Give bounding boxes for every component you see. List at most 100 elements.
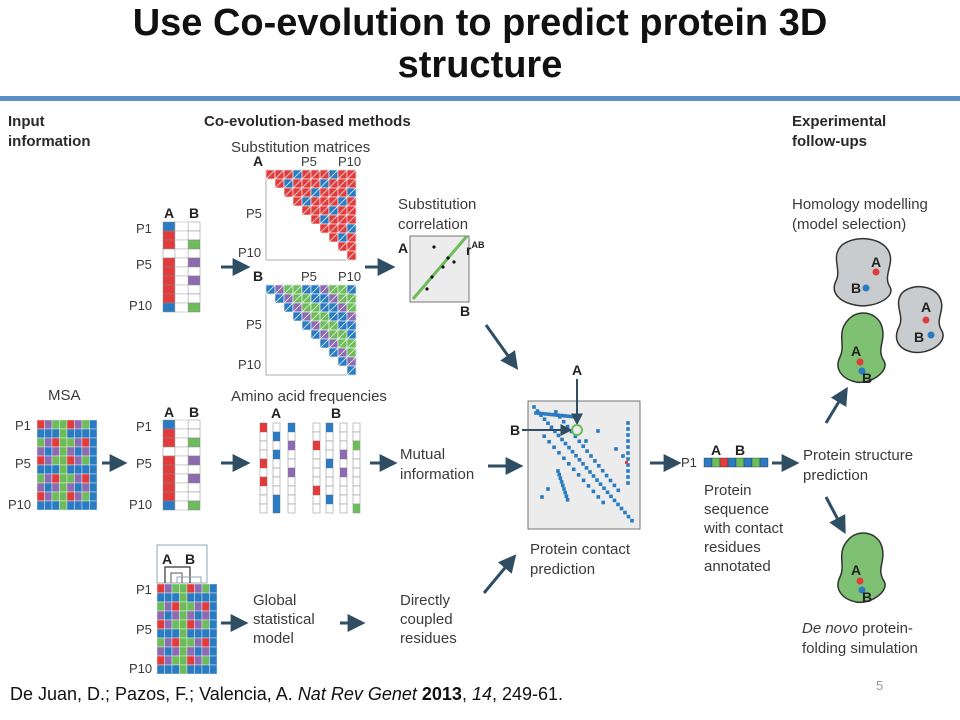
frequency-cell [312, 467, 321, 478]
msa-cell [74, 446, 83, 457]
matrix-diagonal [337, 302, 348, 313]
matrix-diagonal [346, 223, 357, 234]
alignment-cell [187, 266, 201, 277]
contact-point [549, 425, 554, 430]
msa-cell [179, 619, 188, 630]
alignment-cell [187, 437, 201, 448]
matrix-diagonal [328, 293, 339, 304]
matrix-diagonal [337, 338, 348, 349]
matrix-diagonal [328, 232, 339, 243]
matrix-diagonal [346, 329, 357, 340]
msa-cell [194, 628, 203, 639]
frequency-cell [287, 494, 296, 505]
msa-p10-label: P10 [8, 497, 31, 512]
msa-cell [164, 583, 173, 594]
contact-point [626, 427, 630, 431]
contact-point [626, 433, 630, 437]
alignment-cell [174, 455, 189, 466]
matrix-p5-label: P5 [301, 154, 317, 169]
frequency-cell [353, 441, 360, 450]
directly-coupled-2: coupled [400, 611, 453, 628]
matrix-diagonal [301, 178, 312, 189]
matrix-diagonal [319, 311, 330, 322]
msa-cell [201, 592, 210, 603]
matrix-diagonal [265, 284, 276, 295]
frequency-cell [312, 503, 321, 514]
contact-point [588, 470, 592, 474]
msa-cell [186, 655, 195, 666]
alignment-cell [162, 473, 176, 484]
contact-point [567, 445, 571, 450]
matrix-diagonal [346, 205, 357, 216]
matrix-diagonal [283, 293, 294, 304]
matrix-diagonal [301, 302, 312, 313]
matrix-diagonal [337, 214, 348, 225]
contact-point [542, 434, 546, 438]
msa-cell [179, 655, 188, 666]
amino-acid-frequencies-label: Amino acid frequencies [231, 388, 387, 405]
matrix-diagonal [328, 169, 339, 180]
alignment-cell [187, 293, 201, 304]
msa-cell [171, 610, 180, 621]
citation-volume: 14 [471, 684, 492, 704]
protein-sequence-3: with contact [703, 520, 784, 537]
msa-cell [89, 500, 98, 511]
msa-cell [59, 455, 68, 466]
alignment-cell [187, 248, 201, 259]
frequency-cell [325, 467, 334, 478]
matrix-diagonal [292, 284, 303, 295]
contact-point [550, 412, 554, 417]
matrix-diagonal [346, 320, 357, 331]
msa-cell [201, 655, 210, 666]
frequency-cell [288, 441, 295, 450]
frequency-cell [312, 494, 321, 505]
msa-cell [179, 583, 188, 594]
protein-sequence-1: Protein [704, 482, 752, 499]
msa-cell [171, 583, 180, 594]
alignment-cell [187, 491, 201, 502]
frequency-cell [326, 459, 333, 468]
frequency-cell [339, 503, 348, 514]
matrix-diagonal [310, 205, 321, 216]
msa-cell [74, 482, 83, 493]
contact-point [626, 475, 630, 479]
matrix-diagonal [346, 311, 357, 322]
sequence-cell [743, 457, 753, 468]
matrix-diagonal [346, 338, 357, 349]
matrix-diagonal [328, 284, 339, 295]
matrix-diagonal [328, 178, 339, 189]
msa-cell [44, 482, 53, 493]
followups-header-2: follow-ups [792, 133, 867, 150]
contact-point [581, 444, 585, 448]
substitution-correlation-1: Substitution [398, 196, 476, 213]
contact-point [595, 478, 599, 482]
matrix-diagonal [319, 329, 330, 340]
contact-point [556, 469, 560, 473]
citation-year: 2013 [421, 684, 462, 704]
contact-point [565, 498, 570, 502]
frequency-cell [325, 440, 334, 451]
msa-cell [59, 473, 68, 484]
contact-point [623, 510, 627, 515]
msa-cell [194, 655, 203, 666]
msa-cell [74, 473, 83, 484]
msa-cell [44, 464, 53, 475]
contact-point [584, 439, 588, 443]
pos-p10-label-3: P10 [129, 661, 152, 675]
matrix-diagonal [319, 293, 330, 304]
frequency-cell [273, 432, 280, 441]
alignment-cell [162, 491, 176, 502]
title-line-2: structure [397, 44, 563, 86]
msa-cell [201, 619, 210, 630]
msa-cell [66, 419, 75, 430]
contact-point [560, 437, 564, 442]
frequency-cell [287, 485, 296, 496]
matrix-diagonal [337, 223, 348, 234]
pos-p1-label-3: P1 [136, 582, 152, 597]
frequency-cell [352, 449, 361, 460]
model-b: B [862, 589, 872, 605]
msa-cell [201, 664, 210, 675]
contact-point [608, 478, 613, 483]
contact-point [626, 463, 630, 467]
msa-cell [194, 619, 203, 630]
